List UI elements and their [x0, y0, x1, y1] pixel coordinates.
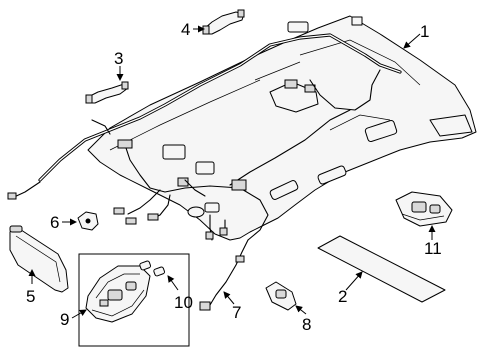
wiring-harness	[7, 33, 402, 311]
callout-9: 9	[60, 310, 69, 329]
callout-5: 5	[26, 287, 35, 306]
callout-1: 1	[420, 22, 429, 41]
visor-clip	[77, 211, 99, 231]
callout-10: 10	[174, 293, 193, 312]
small-lamp	[265, 281, 297, 311]
insulation-pad	[317, 235, 446, 303]
grab-handle-lower	[85, 81, 129, 104]
callout-6: 6	[50, 213, 59, 232]
console-lamp-group	[78, 253, 190, 347]
sun-visor	[9, 225, 69, 293]
callouts: 1 2 3 4 5 6 7 8 9 10 11	[26, 20, 442, 334]
callout-3: 3	[114, 49, 123, 68]
map-lamp	[395, 191, 453, 227]
callout-8: 8	[302, 315, 311, 334]
callout-2: 2	[338, 287, 347, 306]
callout-4: 4	[181, 20, 190, 39]
callout-11: 11	[424, 239, 442, 258]
grab-handle-upper	[202, 9, 245, 35]
callout-7: 7	[232, 303, 241, 322]
